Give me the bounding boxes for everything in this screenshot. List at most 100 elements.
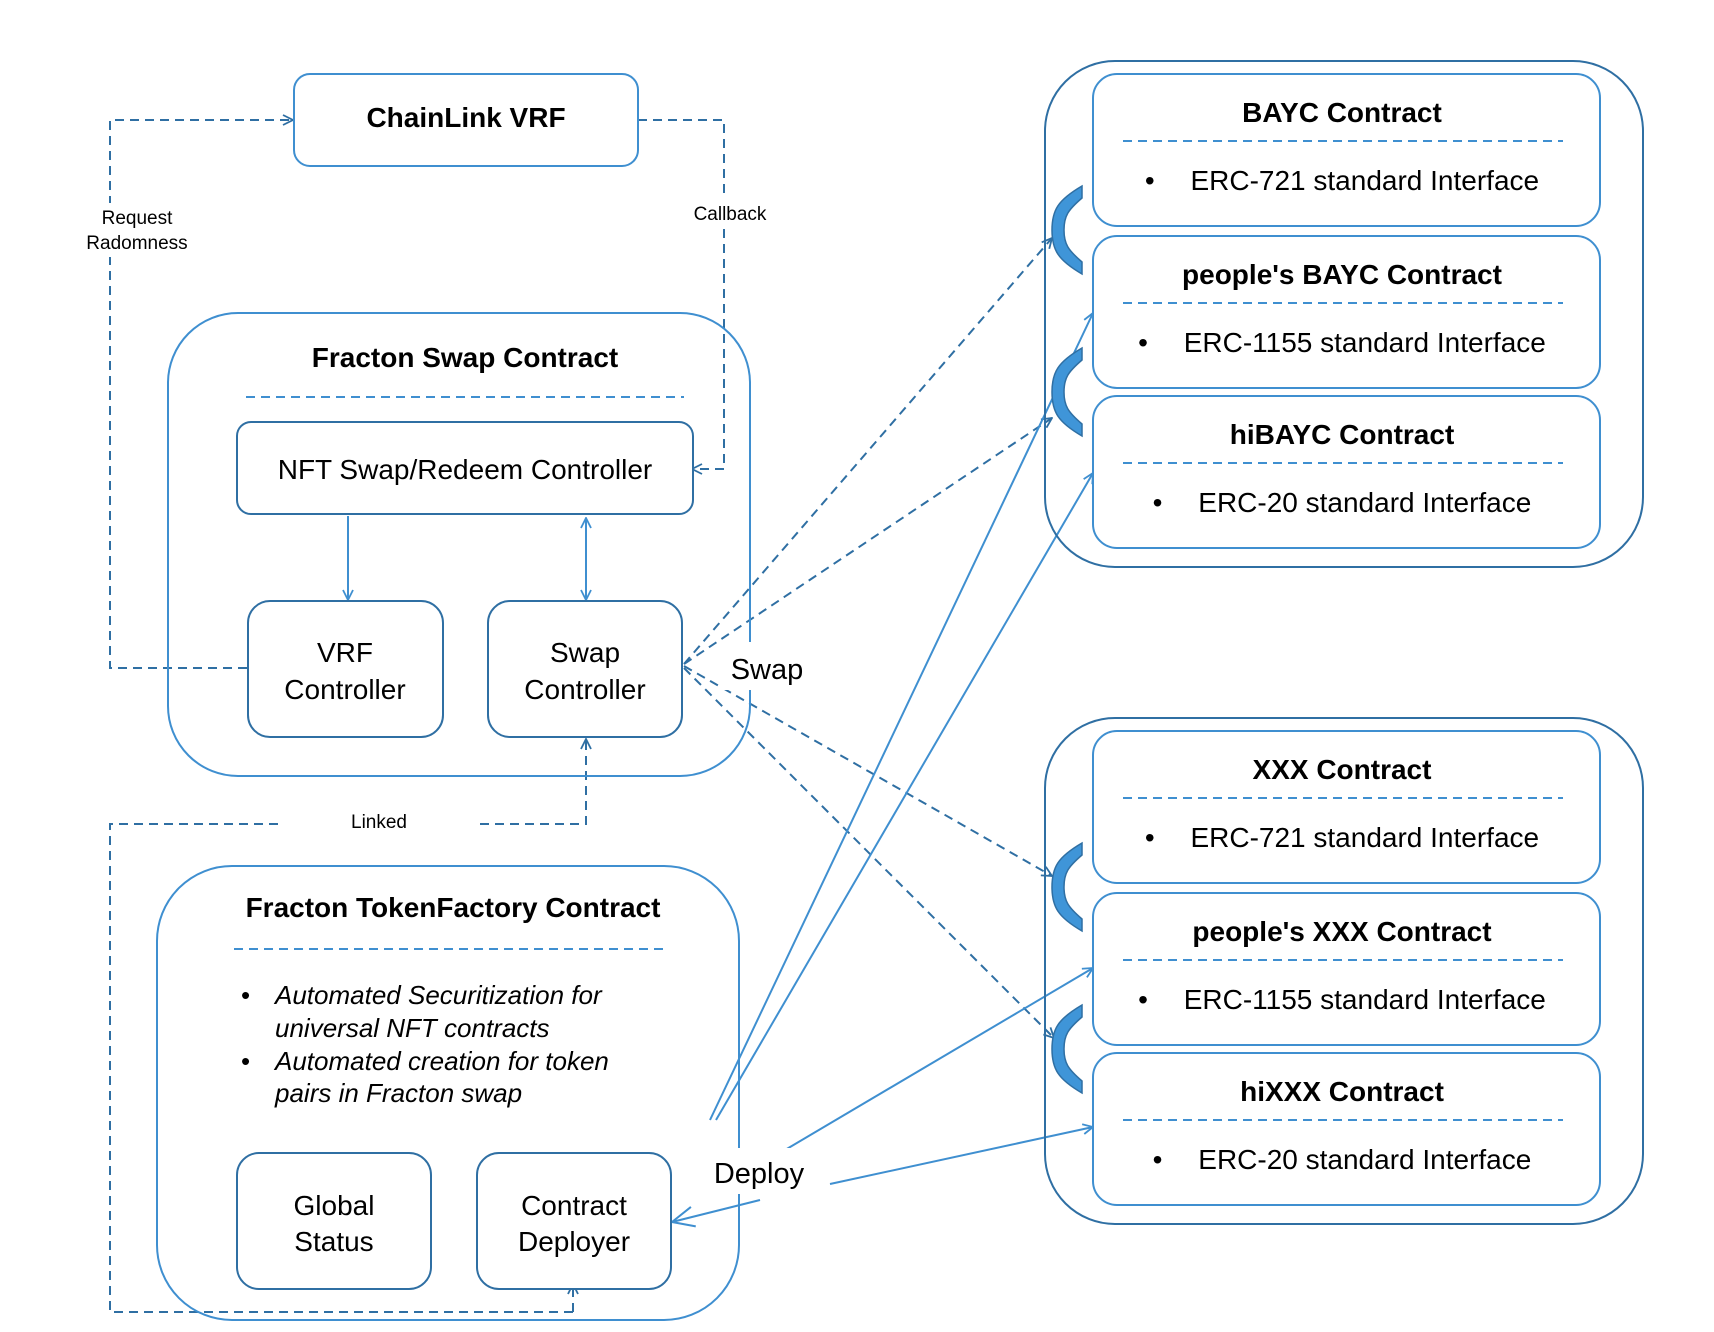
interface-text: ERC-1155 standard Interface [1184,327,1546,358]
chainlink-vrf-box [293,73,639,167]
bullet-glyph: • [1138,984,1184,1015]
swap-arrow-bayc [683,238,1052,665]
global-status-label-line2: Status [294,1226,373,1257]
contract-title: people's BAYC Contract [1182,259,1502,290]
contract-interface: • ERC-721 standard Interface [1145,822,1539,853]
bullet-glyph: • [241,980,250,1010]
contract-group-2[interactable]: XXX Contract • ERC-721 standard Interface… [1044,717,1644,1225]
bullet-glyph: • [1145,822,1191,853]
interface-connector-icon [1051,841,1083,933]
fracton-swap-contract[interactable]: Fracton Swap Contract NFT Swap/Redeem Co… [167,312,751,777]
contract-card-box [1092,730,1601,884]
contract-group-container [1044,60,1644,568]
interface-text: ERC-20 standard Interface [1198,1144,1531,1175]
label-background [720,642,812,690]
chainlink-vrf-title: ChainLink VRF [366,102,565,133]
label-background [690,199,770,227]
contract-card[interactable]: hiBAYC Contract • ERC-20 standard Interfa… [1092,395,1601,549]
feature-2-line1: Automated creation for token [273,1046,609,1076]
bullet-glyph: • [1153,1144,1199,1175]
swap-contract-container [167,312,751,777]
global-status-box [236,1152,432,1290]
contract-deployer-label-line1: Contract [521,1190,627,1221]
fracton-tokenfactory-contract[interactable]: Fracton TokenFactory Contract • Automate… [156,865,740,1321]
contract-card[interactable]: BAYC Contract • ERC-721 standard Interfac… [1092,73,1601,227]
deploy-return-line [672,1199,761,1222]
swap-label: Swap [731,654,804,686]
contract-title: XXX Contract [1253,754,1432,785]
deploy-label: Deploy [714,1158,805,1190]
contract-card[interactable]: people's XXX Contract• ERC-1155 standard… [1092,892,1601,1046]
deploy-arrow-peoples-xxx [784,968,1093,1151]
contract-title: hiBAYC Contract [1230,419,1455,450]
callback-connector [638,119,725,469]
interface-connector-icon [1051,346,1083,438]
edge-label-request-randomness: Request Radomness [78,203,196,257]
swap-arrow-xxx [683,665,1052,876]
swap-controller[interactable]: Swap Controller [487,600,683,738]
contract-card-box [1092,73,1601,227]
bullet-glyph: • [1138,327,1184,358]
callback-label: Callback [694,204,767,225]
contract-card-box [1092,395,1601,549]
swap-contract-title: Fracton Swap Contract [312,342,618,373]
contract-card-box [1092,235,1601,389]
linked-label: Linked [351,812,407,833]
label-background [704,1148,812,1194]
chainlink-vrf-node[interactable]: ChainLink VRF [293,73,639,167]
interface-text: ERC-20 standard Interface [1198,487,1531,518]
contract-card[interactable]: XXX Contract • ERC-721 standard Interface [1092,730,1601,884]
nft-controller-box [236,421,694,515]
contract-interface: • ERC-721 standard Interface [1145,165,1539,196]
contract-interface: • ERC-20 standard Interface [1153,487,1532,518]
bullet-glyph: • [1145,165,1191,196]
swap-arrow-hibayc [683,418,1052,665]
contract-deployer-box [476,1152,672,1290]
contract-card-box [1092,892,1601,1046]
vrf-controller[interactable]: VRF Controller [247,600,444,738]
edge-label-swap: Swap [720,642,812,690]
contract-deployer-label-line2: Deployer [518,1226,630,1257]
deploy-arrow-hixxx [829,1127,1093,1185]
contract-interface: • ERC-1155 standard Interface [1138,327,1546,358]
contract-groups: BAYC Contract • ERC-721 standard Interfac… [1044,60,1644,1225]
deploy-arrow-hibayc [715,473,1093,1121]
swap-arrow-hixxx [683,667,1054,1038]
tokenfactory-feature-list: • Automated Securitization for universal… [241,980,609,1108]
contract-group-container [1044,717,1644,1225]
edge-label-deploy: Deploy [704,1148,812,1194]
global-status[interactable]: Global Status [236,1152,432,1290]
interface-text: ERC-721 standard Interface [1190,165,1539,196]
swap-arrows [683,238,1054,1038]
contract-title: BAYC Contract [1242,97,1442,128]
tokenfactory-title: Fracton TokenFactory Contract [246,892,661,923]
contract-card[interactable]: hiXXX Contract• ERC-20 standard Interfac… [1092,1052,1601,1206]
request-label-line2: Radomness [86,233,187,254]
vrf-controller-box [247,600,444,738]
deploy-arrow-peoples-bayc [709,313,1093,1121]
contract-card[interactable]: people's BAYC Contract • ERC-1155 standar… [1092,235,1601,389]
contract-deployer[interactable]: Contract Deployer [476,1152,672,1290]
nft-swap-redeem-controller[interactable]: NFT Swap/Redeem Controller [236,421,694,515]
feature-1-line2: universal NFT contracts [275,1013,550,1043]
contract-interface: • ERC-20 standard Interface [1153,1144,1532,1175]
interface-text: ERC-721 standard Interface [1190,822,1539,853]
swap-controller-box [487,600,683,738]
contract-group-1[interactable]: BAYC Contract • ERC-721 standard Interfac… [1044,60,1644,568]
feature-2-line2: pairs in Fracton swap [274,1078,522,1108]
edge-label-callback: Callback [690,199,770,227]
interface-connector-icon [1051,1003,1083,1095]
request-randomness-connector [109,120,293,669]
bullet-glyph: • [241,1046,250,1076]
linked-connector-top [480,739,586,825]
request-label-line1: Request [102,208,173,229]
contract-card-box [1092,1052,1601,1206]
swap-controller-label-line1: Swap [550,637,620,668]
edge-label-linked: Linked [351,812,407,833]
linked-connector-bottom [109,823,573,1313]
deploy-arrows [672,313,1093,1222]
interface-text: ERC-1155 standard Interface [1184,984,1546,1015]
bullet-glyph: • [1153,487,1199,518]
label-background [78,203,196,257]
